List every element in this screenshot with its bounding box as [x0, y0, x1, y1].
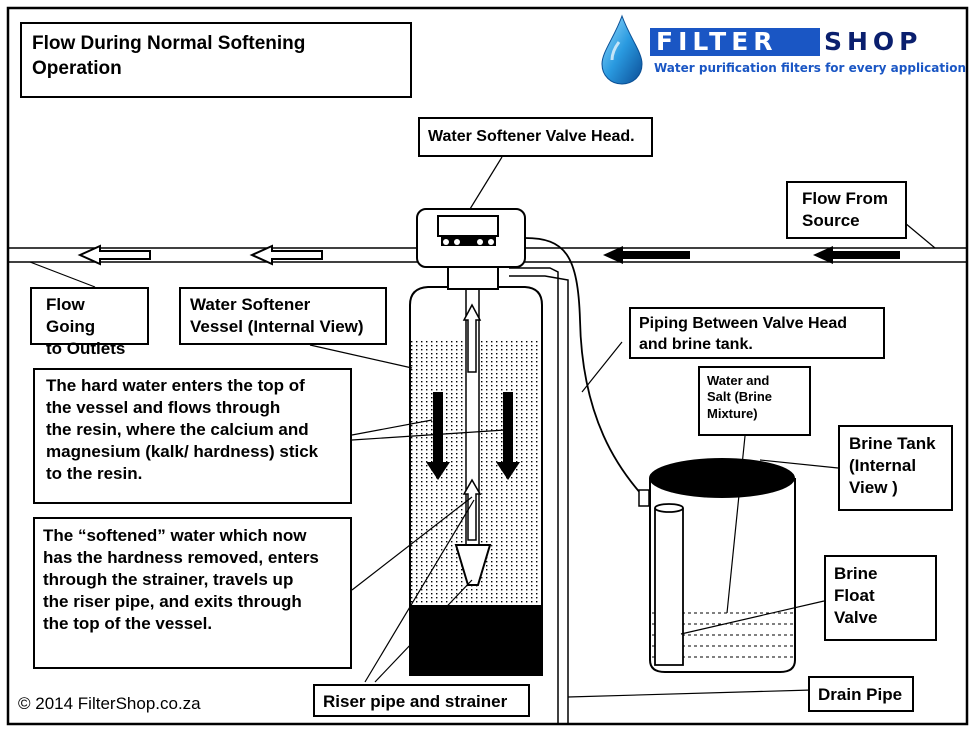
vessel-label-line-1: Water Softener [190, 295, 311, 314]
softened-water-label: The “softened” water which now has the h… [33, 517, 352, 669]
valve-head-label: Water Softener Valve Head. [418, 117, 653, 157]
filtershop-logo: FILTER SHOP Water purification filters f… [598, 12, 968, 90]
brine-line [524, 237, 643, 496]
hard-water-line-2: the vessel and flows through [46, 398, 281, 418]
hard-water-line-5: to the resin. [46, 464, 143, 484]
softened-line-1: The “softened” water which now [43, 526, 307, 545]
title-line-1: Flow During Normal Softening [32, 33, 306, 54]
drain-pipe-label-text: Drain Pipe [818, 685, 903, 704]
flow-to-outlets-label: Flow Going to Outlets [30, 287, 149, 358]
float-valve-line-1: Brine [834, 564, 878, 583]
brine-tank-line-3: View ) [849, 478, 898, 498]
brine-tank-line-1: Brine Tank [849, 434, 936, 453]
source-flow-arrows [603, 246, 900, 264]
water-drop-icon [601, 14, 643, 85]
piping-label-line-2: and brine tank. [639, 335, 753, 353]
softened-line-2: has the hardness removed, enters [43, 548, 319, 568]
softened-line-5: the top of the vessel. [43, 614, 213, 634]
brine-mixture-line-2: Salt (Brine [707, 389, 773, 405]
riser-label: Riser pipe and strainer [313, 684, 530, 717]
riser-label-text: Riser pipe and strainer [323, 692, 508, 711]
flow-to-outlets-line-1: Flow Going [46, 295, 96, 337]
logo-tagline: Water purification filters for every app… [654, 61, 967, 75]
drain-pipe-label: Drain Pipe [808, 676, 914, 712]
riser-pipe [454, 287, 492, 586]
diagram-title: Flow During Normal Softening Operation [20, 22, 412, 98]
float-valve-label: Brine Float Valve [824, 555, 937, 641]
hard-water-line-4: magnesium (kalk/ hardness) stick [46, 442, 319, 462]
flow-from-source-label: Flow From Source [786, 181, 907, 239]
downflow-arrows [426, 392, 520, 480]
strainer [454, 544, 492, 586]
brine-mixture-line-1: Water and [707, 373, 770, 388]
vessel-label: Water Softener Vessel (Internal View) [179, 287, 387, 345]
flow-from-source-line-2: Source [802, 211, 860, 231]
logo-name-part1: FILTER [656, 27, 778, 56]
piping-label: Piping Between Valve Head and brine tank… [629, 307, 885, 359]
drain-pipe [509, 267, 569, 725]
softened-line-4: the riser pipe, and exits through [43, 592, 302, 612]
hard-water-line-1: The hard water enters the top of [46, 376, 305, 395]
brine-mixture-label: Water and Salt (Brine Mixture) [698, 366, 811, 436]
valve-display [437, 215, 499, 237]
float-valve-line-2: Float [834, 586, 875, 606]
copyright-text: © 2014 FilterShop.co.za [18, 694, 201, 713]
leader-lines [29, 156, 936, 698]
brine-mixture-line-3: Mixture) [707, 405, 758, 421]
float-valve-line-3: Valve [834, 608, 878, 628]
gravel-bed [411, 605, 541, 675]
valve-head [416, 208, 526, 290]
valve-head-label-text: Water Softener Valve Head. [428, 128, 635, 145]
softened-line-3: through the strainer, travels up [43, 570, 294, 590]
hard-water-label: The hard water enters the top of the ves… [33, 368, 352, 504]
outlet-flow-arrows [77, 244, 323, 266]
piping-label-line-1: Piping Between Valve Head [639, 315, 848, 332]
flow-from-source-line-1: Flow From [802, 189, 888, 208]
brine-tank [649, 458, 796, 673]
brine-tank-line-2: (Internal [849, 456, 917, 476]
outer-frame [6, 6, 969, 726]
title-line-2: Operation [32, 57, 122, 79]
flow-to-outlets-line-2: to Outlets [46, 339, 126, 359]
hard-water-line-3: the resin, where the calcium and [46, 420, 309, 440]
logo-name-part2: SHOP [820, 27, 927, 56]
brine-tank-label: Brine Tank (Internal View ) [838, 425, 953, 511]
vessel-label-line-2: Vessel (Internal View) [190, 317, 364, 337]
